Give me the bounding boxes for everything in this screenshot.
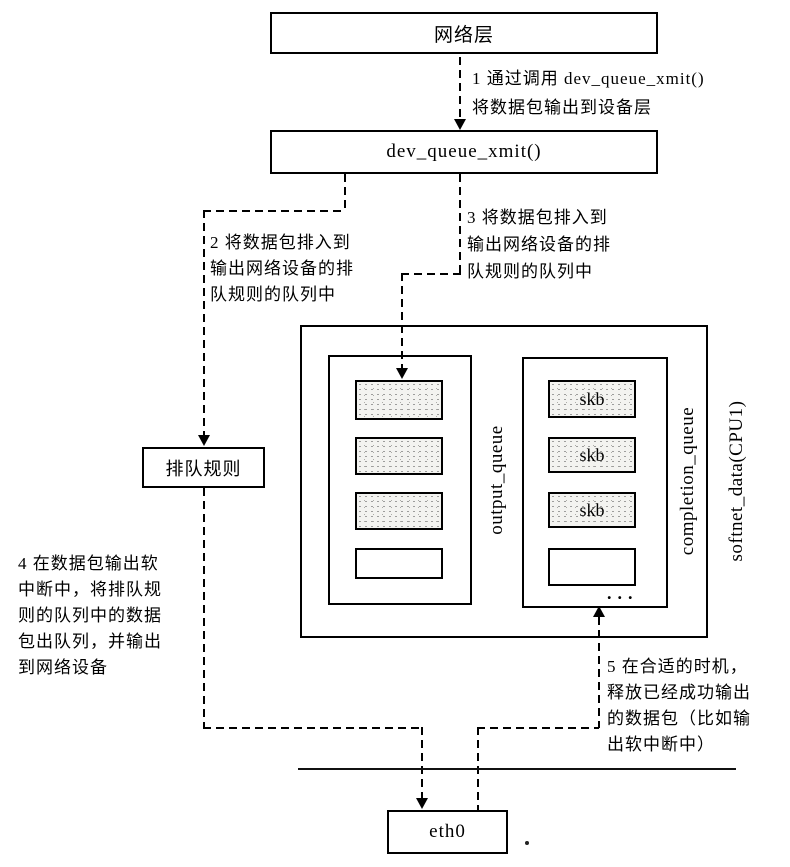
path4-segment (203, 488, 205, 728)
completion-queue-slot-skb: skb (548, 437, 636, 473)
path5-segment (477, 727, 599, 729)
skb-label: skb (579, 388, 605, 409)
softnet-data-box (300, 325, 708, 638)
path2-segment (203, 210, 346, 212)
output-queue-slot-filled (355, 492, 443, 530)
path3-arrowhead-down-icon (396, 368, 408, 379)
eth0-label: eth0 (429, 821, 466, 842)
output-queue-box (328, 355, 472, 605)
softnet-data-label: softnet_data(CPU1) (726, 400, 747, 562)
path3-segment (459, 174, 461, 274)
arrow1-arrowhead-down-icon (454, 119, 466, 130)
path3-segment (401, 273, 461, 275)
step4-annotation: 4 在数据包输出软 中断中，将排队规 则的队列中的数据 包出队列，并输出 到网络… (18, 554, 162, 677)
output-queue-slot-filled (355, 437, 443, 475)
step2-annotation: 2 将数据包排入到 输出网络设备的排 队规则的队列中 (210, 233, 354, 304)
network-layer-label: 网络层 (433, 24, 494, 46)
completion-queue-slot-skb: skb (548, 380, 636, 418)
path4-arrowhead-down-icon (416, 798, 428, 809)
path2-segment (203, 210, 205, 436)
step1-annotation: 1 通过调用 dev_queue_xmit() 将数据包输出到设备层 (472, 69, 705, 117)
completion-queue-label: completion_queue (677, 406, 698, 556)
qdisc-box: 排队规则 (142, 447, 265, 488)
step3-annotation: 3 将数据包排入到 输出网络设备的排 队规则的队列中 (467, 208, 611, 281)
output-queue-slot-filled (355, 380, 443, 420)
completion-queue-slot-skb: skb (548, 492, 636, 528)
eth0-box: eth0 (387, 810, 508, 854)
path2-segment (344, 174, 346, 211)
path2-arrowhead-down-icon (198, 435, 210, 446)
skb-label: skb (579, 499, 605, 520)
stray-period-mark (525, 841, 529, 845)
completion-queue-ellipsis: ... (607, 583, 639, 603)
network-layer-box: 网络层 (270, 12, 658, 54)
device-boundary-line (298, 768, 736, 770)
path5-segment (598, 617, 600, 728)
arrow1-line (459, 57, 461, 120)
path3-segment (401, 273, 403, 369)
qdisc-label: 排队规则 (165, 458, 242, 479)
skb-label: skb (579, 444, 605, 465)
path4-segment (421, 727, 423, 799)
completion-queue-slot-empty (548, 548, 636, 586)
path5-arrowhead-up-icon (593, 606, 605, 617)
dev-queue-xmit-label: dev_queue_xmit() (386, 141, 542, 162)
dev-queue-xmit-box: dev_queue_xmit() (270, 130, 658, 174)
step5-annotation: 5 在合适的时机， 释放已经成功输出 的数据包（比如输 出软中断中） (607, 657, 751, 754)
path4-segment (203, 727, 422, 729)
output-queue-label: output_queue (486, 425, 507, 535)
output-queue-slot-empty (355, 548, 443, 579)
